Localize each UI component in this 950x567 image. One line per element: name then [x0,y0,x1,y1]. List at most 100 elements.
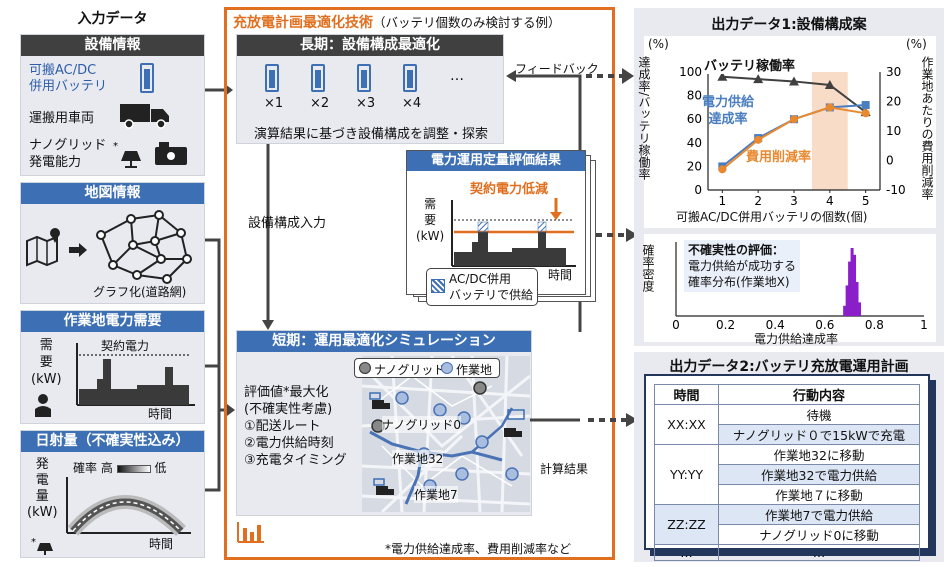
y-tick-label: 100 [679,65,702,79]
reduction-label: 契約電力低減 [470,182,549,197]
data-point [790,115,798,124]
contract-power-label: 契約電力 [101,339,150,353]
y-tick-label: 40 [687,136,702,150]
count-3: ×3 [356,96,376,111]
action-cell: 作業地32で電力供給 [718,464,920,485]
count-2: ×2 [310,96,330,111]
count-4: ×4 [402,96,422,111]
arrow-icon [69,243,87,257]
solar-chart: * [31,477,191,555]
battery-icon [357,64,371,92]
histogram-bar [845,285,849,316]
solar-ylabel: 発電量(kW) [27,457,58,520]
battery-icon [403,64,417,92]
x-tick-label: 0.6 [815,318,834,332]
density-ylabel: 確率密度 [641,244,655,292]
y-tick-label: 0 [694,183,702,197]
site-marker-icon [441,362,453,374]
count-1: ×1 [264,96,284,111]
data-point [825,103,834,112]
dotted-arrowhead [622,68,634,84]
svg-text:*: * [113,141,118,152]
map-header: 地図情報 [21,183,204,204]
x-tick-label: 3 [790,194,798,208]
data-point [861,101,870,110]
data-point [718,165,727,174]
y-tick-label: 20 [687,159,702,173]
solar-generator-icon: * [113,141,187,168]
short-term-items: 評価値*最大化 (不確実性考慮) ①配送ルート ②電力供給時刻 ③充電タイミング [244,385,347,468]
x-tick-label: 5 [862,194,870,208]
battery-icon [140,63,154,93]
hatch-swatch [431,279,445,293]
label-site32: 作業地32 [392,450,444,467]
achieve-series-label: 電力供給達成率 [702,95,755,127]
demand-xlabel: 時間 [148,407,173,421]
util-series-label: バッテリ稼働率 [704,55,796,74]
result-arrow [530,413,638,427]
battery-icon [265,64,279,92]
time-cell: … [654,544,719,561]
equipment-panel: 設備情報 可搬AC/DC 併用バッテリ 運搬用車両 ナノグリッド 発電能力 * [20,34,205,176]
road-map [362,356,530,512]
solar-header: 日射量（不確実性込み） [21,431,204,452]
truck-icon [373,478,394,495]
histogram-bar [848,261,852,316]
action-cell: 待機 [718,404,920,425]
y2-tick-label: -10 [886,183,906,197]
map-caption: グラフ化(道路網) [93,285,187,299]
demand-header: 作業地電力需要 [21,311,204,332]
label-nanogrid0: ナノグリッド0 [382,416,462,433]
y-tick-label: 60 [687,112,702,126]
histogram-bar [843,305,847,316]
truck-label: 運搬用車両 [29,111,95,126]
main-chart-xlabel: 可搬AC/DC併用バッテリの個数(個) [676,210,868,224]
truck-icon [504,428,522,437]
cost-series-label: 費用削減率 [746,150,812,165]
histogram-bar [855,282,859,316]
solar-panel: 日射量（不確実性込み） 発電量(kW) 確率 高 低 * 時間 [20,430,205,558]
x-tick-label: 1 [920,318,928,332]
left-unit: (%) [648,37,669,51]
y2-tick-label: 0 [886,154,894,168]
x-tick-label: 2 [754,194,762,208]
action-cell: 作業地７に移動 [718,484,920,505]
eval-xlabel: 時間 [548,268,573,282]
result-label: 計算結果 [540,462,589,476]
right-axis-label: 作業地あたりの費用削減率 [920,56,934,200]
tech-title: 充放電計画最適化技術（バッテリ個数のみ検討する例） [233,15,561,31]
solar-panel-icon: * [31,537,53,555]
x-tick-label: 1 [719,194,727,208]
battery-label: 可搬AC/DC 併用バッテリ [29,63,108,94]
eval-dotted-arrow [596,228,638,242]
data-point [789,76,799,86]
map-icon [26,228,60,267]
x-tick-label: 0.8 [865,318,884,332]
action-cell: ナノグリッド０で15kWで充電 [718,424,920,445]
right-unit: (%) [906,37,927,51]
highlight-band [811,72,848,190]
tech-frame [224,7,615,560]
truck-icon [369,392,390,409]
uncertainty-xlabel: 電力供給達成率 [754,332,839,346]
x-tick-label: 0.2 [716,318,735,332]
histogram-bar [850,248,854,316]
col-time: 時間 [654,384,719,405]
action-cell: ナノグリッド0に移動 [718,524,920,545]
y2-tick-label: 10 [886,124,901,138]
input-title: 入力データ [77,11,148,27]
output1-title: 出力データ1:設備構成案 [711,17,867,33]
nanogrid-capacity-label: ナノグリッド 発電能力 [29,138,107,170]
long-term-header: 長期：設備構成最適化 [237,35,503,56]
col-action: 行動内容 [718,384,920,405]
action-cell: … [718,544,920,561]
data-point [824,79,835,89]
x-tick-label: 0 [672,318,680,332]
battery-icon [507,409,525,420]
battery-icon [311,64,325,92]
demand-panel: 作業地電力需要 需要(kW) 契約電力 時間 [20,310,205,424]
config-arrow [262,144,274,330]
eval-legend-text: AC/DC併用バッテリで供給 [449,272,534,302]
